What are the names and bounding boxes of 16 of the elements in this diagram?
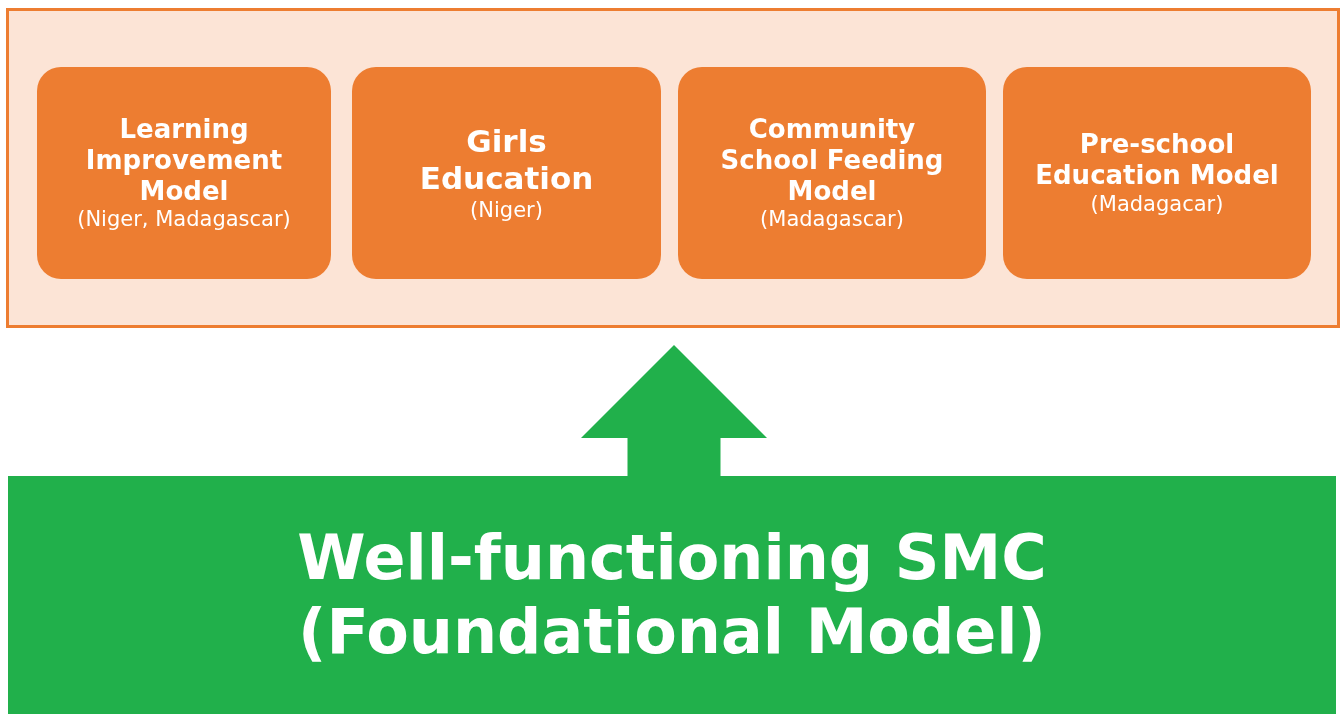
node-title: Well-functioning SMC (Foundational Model)	[296, 520, 1048, 670]
foundation-box	[8, 476, 1336, 714]
panel-background	[6, 8, 1340, 328]
node-title: Pre-school Education Model	[1034, 129, 1280, 192]
node-title: Girls Education	[418, 123, 595, 198]
node-subtitle: (Niger)	[469, 197, 544, 223]
model-card	[37, 67, 331, 279]
model-card	[1003, 67, 1311, 279]
block-arrow	[581, 345, 767, 476]
node-subtitle: (Madagascar)	[759, 207, 905, 233]
node-subtitle: (Niger, Madagascar)	[76, 207, 292, 233]
model-card	[352, 67, 661, 279]
node-title: Learning Improvement Model	[84, 113, 284, 208]
node-subtitle: (Madagacar)	[1089, 191, 1225, 217]
node-title: Community School Feeding Model	[719, 113, 945, 208]
model-card	[678, 67, 986, 279]
